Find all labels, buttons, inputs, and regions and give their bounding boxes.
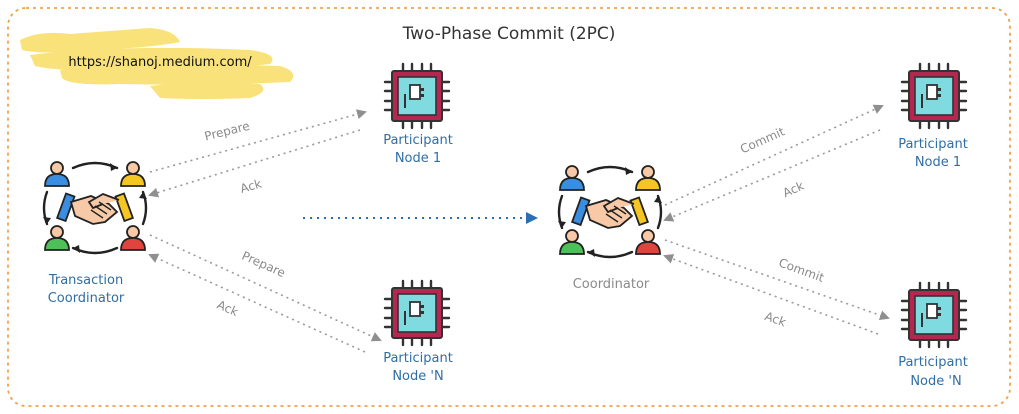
transaction-coordinator-label-line1: Transaction <box>48 273 123 288</box>
participant-node-1-label-line2: Node 1 <box>395 151 441 166</box>
participant-node-n-right-label-line2: Node 'N <box>910 374 961 389</box>
coordinator-icon <box>556 164 664 259</box>
label-prepare-bottom: Prepare <box>240 249 288 281</box>
participant-node-1-right-chip-icon <box>900 62 968 130</box>
participant-node-1-label-line1: Participant <box>383 133 453 148</box>
participant-node-n-right-chip-icon <box>900 281 968 349</box>
ack-arrow-from-right-node-n <box>663 254 879 335</box>
url-highlight <box>20 28 294 99</box>
prepare-arrow-to-node-n <box>149 234 382 342</box>
ack-arrow-from-node-n <box>148 253 366 353</box>
label-commit-bottom: Commit <box>777 256 826 285</box>
coordinator-label: Coordinator <box>573 277 650 292</box>
participant-node-n-right-label-line1: Participant <box>898 355 968 370</box>
participant-node-1-right-label-line1: Participant <box>898 137 968 152</box>
diagram-frame <box>7 7 1011 407</box>
transaction-coordinator-icon <box>41 160 149 255</box>
diagram-title: Two-Phase Commit (2PC) <box>402 24 616 44</box>
label-prepare-top: Prepare <box>203 119 251 144</box>
label-commit-top: Commit <box>738 124 787 156</box>
participant-node-1-right-label-line2: Node 1 <box>915 155 961 170</box>
participant-node-n-chip-icon <box>383 279 451 347</box>
source-url: https://shanoj.medium.com/ <box>68 55 252 70</box>
transaction-coordinator-label-line2: Coordinator <box>48 291 125 306</box>
label-ack-bottom-right: Ack <box>763 309 788 330</box>
participant-node-n-label-line2: Node 'N <box>392 369 443 384</box>
commit-arrow-to-node-1 <box>664 104 884 206</box>
label-ack-bottom-left: Ack <box>215 298 240 320</box>
prepare-arrow-to-node-1 <box>149 109 367 173</box>
participant-node-1-chip-icon <box>383 62 451 130</box>
participant-node-n-label-line1: Participant <box>383 351 453 366</box>
label-ack-top-right: Ack <box>781 179 806 201</box>
ack-arrow-from-right-node-1 <box>663 129 881 222</box>
ack-arrow-from-node-1 <box>148 129 361 198</box>
commit-arrow-to-node-n <box>664 239 890 321</box>
label-ack-top-left: Ack <box>239 176 264 195</box>
